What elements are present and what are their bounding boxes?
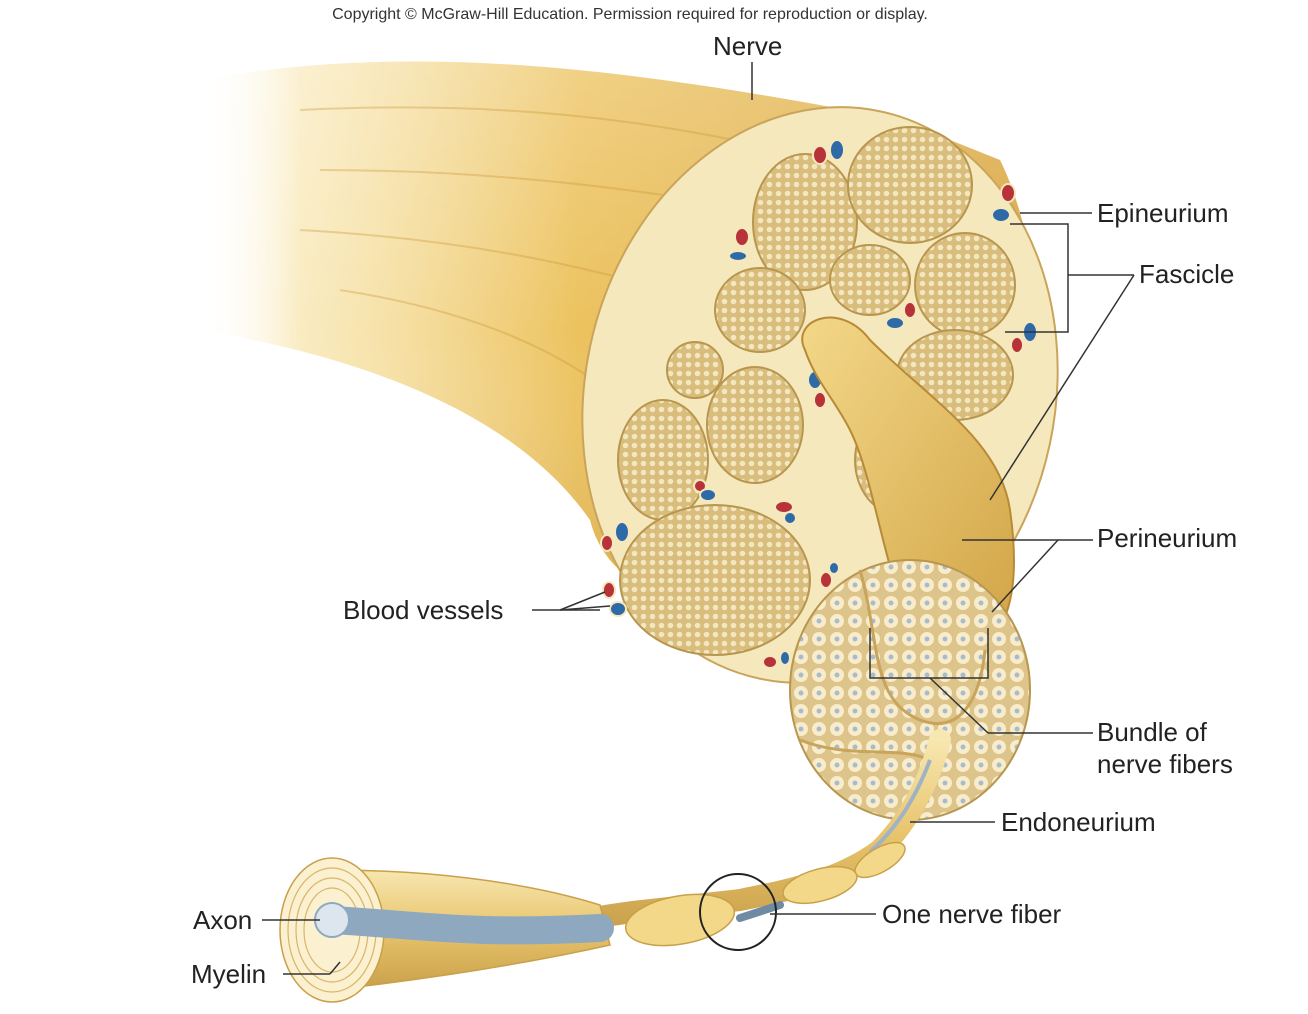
leader-lines	[262, 62, 1135, 975]
label-epineurium: Epineurium	[1097, 198, 1229, 228]
copyright-notice: Copyright © McGraw-Hill Education. Permi…	[0, 6, 1308, 24]
label-myelin: Myelin	[191, 959, 267, 989]
label-axon: Axon	[193, 905, 253, 935]
label-bundle-of-nerve-fibers: Bundle of nerve fibers	[1097, 716, 1233, 780]
label-bundle-line-2: nerve fibers	[1097, 749, 1233, 779]
nerve-fiber-strand	[279, 729, 951, 1003]
label-endoneurium: Endoneurium	[1001, 807, 1156, 837]
copyright-text: Copyright © McGraw-Hill Education. Permi…	[332, 6, 928, 23]
blood-vessel-group	[600, 139, 1038, 669]
label-one-nerve-fiber: One nerve fiber	[882, 899, 1062, 929]
label-nerve: Nerve	[713, 31, 783, 61]
label-blood-vessels: Blood vessels	[343, 595, 504, 625]
label-bundle-line-1: Bundle of	[1097, 717, 1207, 747]
nerve-cross-section	[581, 106, 1059, 684]
label-perineurium: Perineurium	[1097, 523, 1238, 553]
label-fascicle: Fascicle	[1139, 259, 1235, 289]
